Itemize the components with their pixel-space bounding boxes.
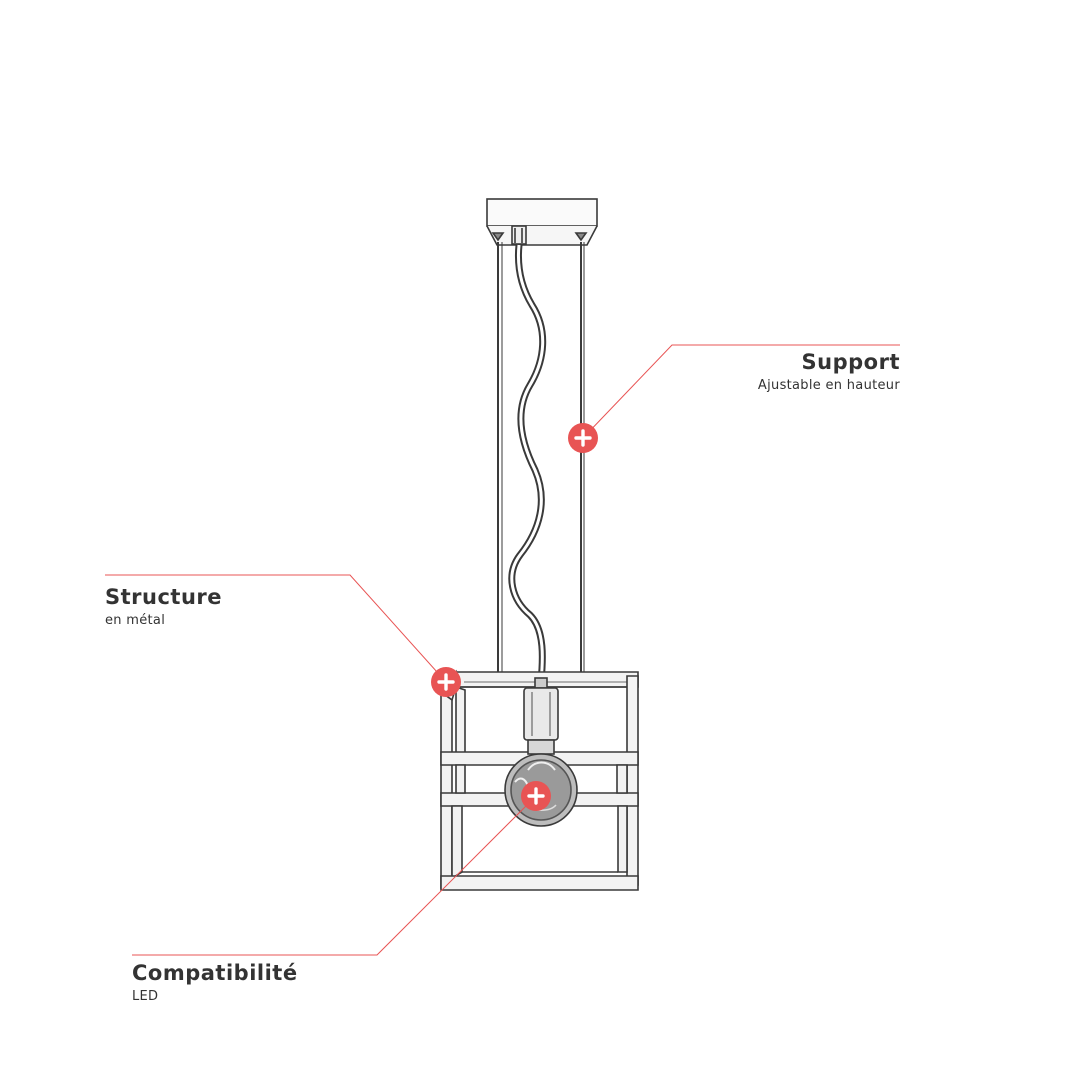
structure-callout-line: [105, 574, 447, 683]
hotspot-structure[interactable]: [431, 667, 461, 697]
compatibility-subtitle: LED: [132, 989, 159, 1004]
support-title: Support: [801, 350, 900, 374]
plus-icon: [574, 429, 592, 447]
support-subtitle: Ajustable en hauteur: [757, 378, 900, 393]
hotspot-support[interactable]: [568, 423, 598, 453]
compatibility-title: Compatibilité: [132, 961, 298, 985]
plus-icon: [527, 787, 545, 805]
power-cord: [508, 244, 547, 683]
ceiling-canopy: [486, 198, 598, 246]
structure-title: Structure: [105, 585, 223, 609]
compatibility-callout-line: [132, 795, 537, 956]
callout-lines: [105, 344, 900, 956]
support-callout-line: [582, 344, 900, 439]
suspension-wires: [497, 242, 585, 672]
hotspot-compatibility[interactable]: [521, 781, 551, 811]
bulb-socket: [523, 677, 559, 755]
plus-icon: [437, 673, 455, 691]
structure-subtitle: en métal: [105, 613, 166, 628]
